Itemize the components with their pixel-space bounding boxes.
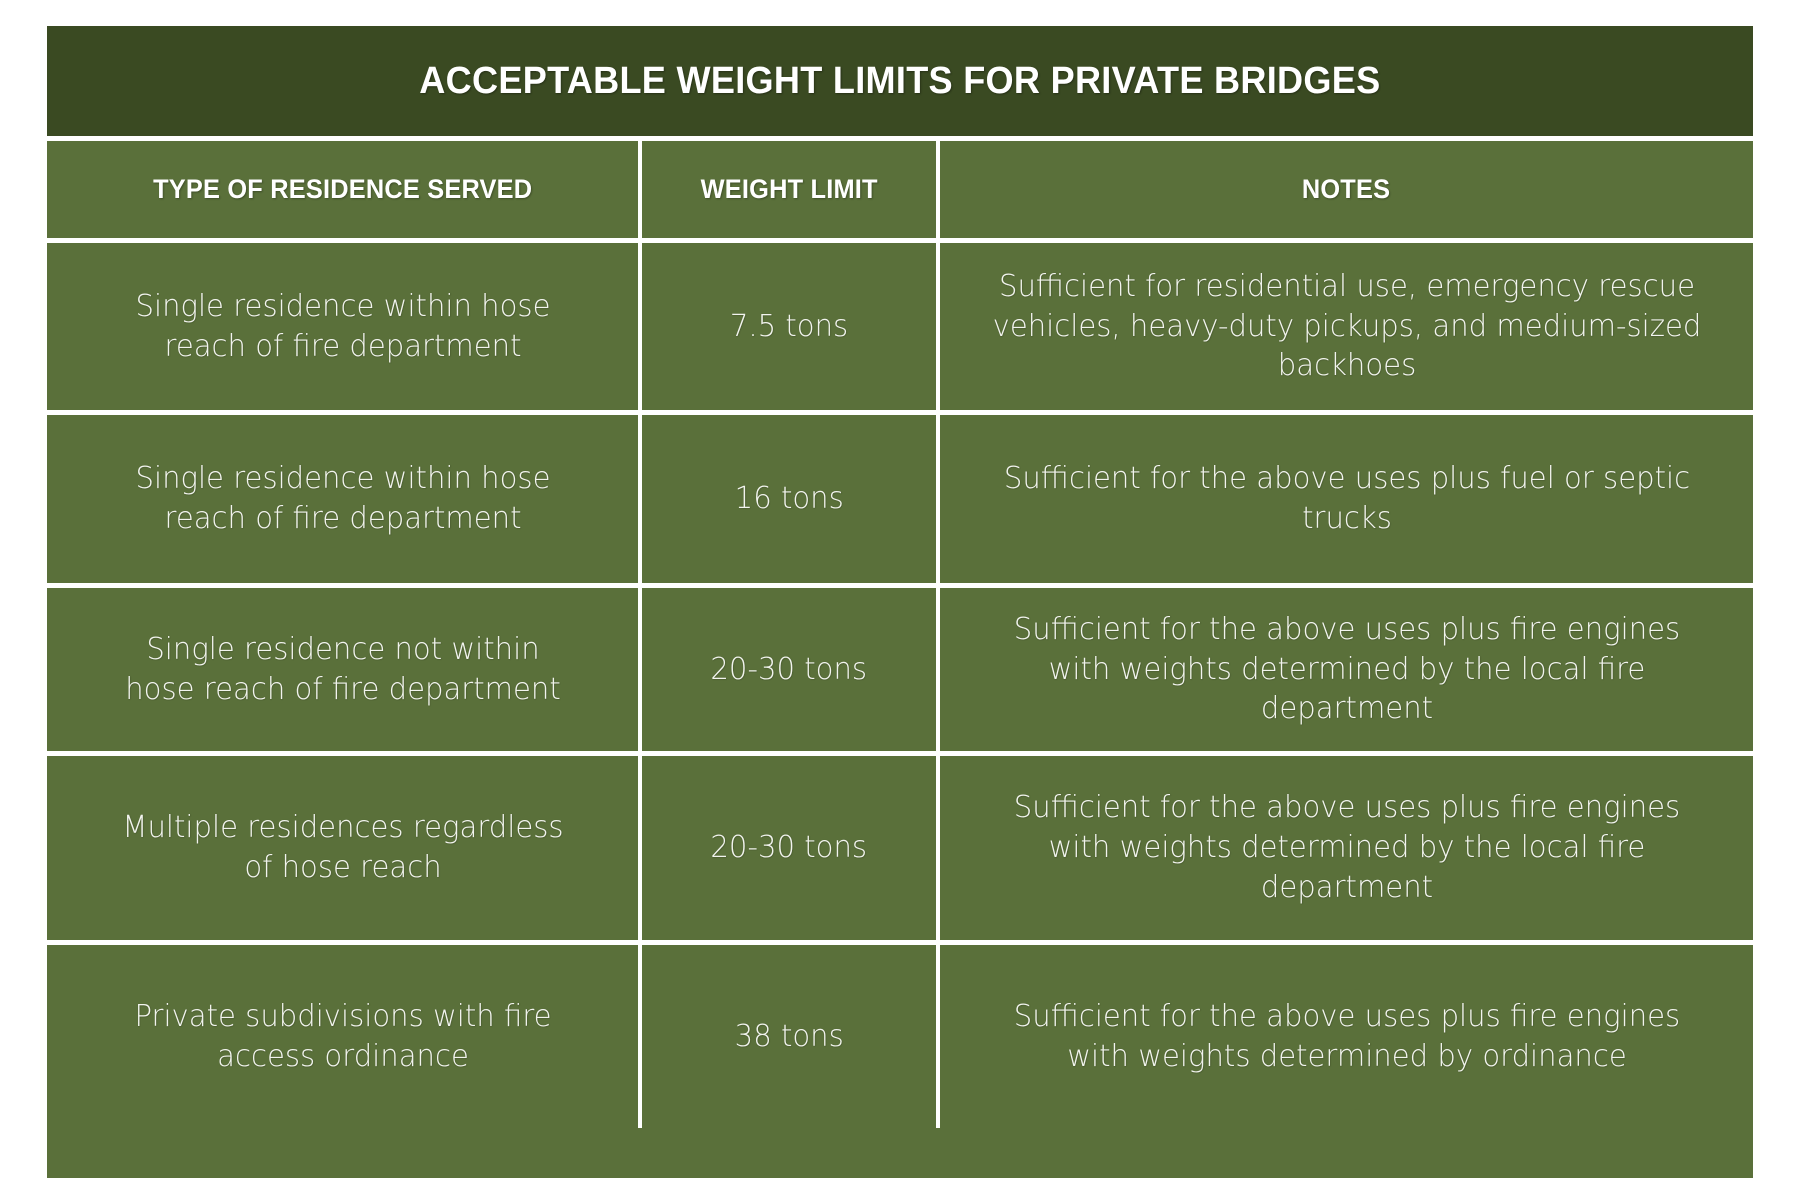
cell-weight-limit: 38 tons — [638, 945, 936, 1128]
page-title: ACCEPTABLE WEIGHT LIMITS FOR PRIVATE BRI… — [419, 59, 1381, 102]
cell-weight-limit: 7.5 tons — [638, 243, 936, 410]
cell-residence: Private subdivisions with fire access or… — [47, 945, 638, 1128]
cell-weight-limit: 20-30 tons — [638, 588, 936, 751]
cell-residence: Single residence not within hose reach o… — [47, 588, 638, 751]
cell-weight-limit-text: 20-30 tons — [710, 651, 868, 687]
cell-weight-limit: 20-30 tons — [638, 756, 936, 940]
cell-notes: Sufficient for the above uses plus fuel … — [936, 415, 1753, 583]
table-header-row: TYPE OF RESIDENCE SERVED WEIGHT LIMIT NO… — [47, 136, 1753, 238]
column-header-residence: TYPE OF RESIDENCE SERVED — [47, 141, 638, 238]
table-title-bar: ACCEPTABLE WEIGHT LIMITS FOR PRIVATE BRI… — [47, 26, 1753, 136]
cell-notes: Sufficient for the above uses plus fire … — [936, 756, 1753, 940]
column-header-residence-label: TYPE OF RESIDENCE SERVED — [152, 174, 533, 204]
table-row: Single residence not within hose reach o… — [47, 583, 1753, 751]
table-row: Private subdivisions with fire access or… — [47, 940, 1753, 1128]
column-header-notes: NOTES — [936, 141, 1753, 238]
cell-notes-text: Sufficient for the above uses plus fire … — [1013, 998, 1680, 1074]
cell-notes: Sufficient for residential use, emergenc… — [936, 243, 1753, 410]
table-row: Single residence within hose reach of fi… — [47, 410, 1753, 583]
table-row: Single residence within hose reach of fi… — [47, 238, 1753, 410]
column-header-weight-limit: WEIGHT LIMIT — [638, 141, 936, 238]
cell-residence-text: Private subdivisions with fire access or… — [133, 998, 552, 1074]
cell-weight-limit: 16 tons — [638, 415, 936, 583]
cell-residence: Single residence within hose reach of fi… — [47, 415, 638, 583]
cell-residence-text: Single residence within hose reach of fi… — [135, 461, 550, 536]
cell-weight-limit-text: 16 tons — [734, 481, 844, 517]
cell-residence-text: Single residence not within hose reach o… — [124, 631, 561, 707]
column-header-weight-limit-label: WEIGHT LIMIT — [700, 174, 878, 204]
cell-notes: Sufficient for the above uses plus fire … — [936, 588, 1753, 751]
cell-weight-limit-text: 7.5 tons — [729, 308, 849, 344]
cell-residence: Single residence within hose reach of fi… — [47, 243, 638, 410]
column-header-notes-label: NOTES — [1302, 174, 1391, 204]
cell-residence: Multiple residences regardless of hose r… — [47, 756, 638, 940]
cell-notes-text: Sufficient for the above uses plus fire … — [1013, 611, 1680, 727]
cell-notes: Sufficient for the above uses plus fire … — [936, 945, 1753, 1128]
cell-weight-limit-text: 20-30 tons — [710, 830, 868, 866]
weight-limits-table: ACCEPTABLE WEIGHT LIMITS FOR PRIVATE BRI… — [47, 26, 1753, 1178]
table-row: Multiple residences regardless of hose r… — [47, 751, 1753, 940]
cell-notes-text: Sufficient for the above uses plus fuel … — [1003, 461, 1690, 536]
cell-weight-limit-text: 38 tons — [734, 1018, 844, 1054]
cell-notes-text: Sufficient for residential use, emergenc… — [992, 268, 1701, 384]
cell-notes-text: Sufficient for the above uses plus fire … — [1013, 790, 1680, 905]
cell-residence-text: Multiple residences regardless of hose r… — [121, 810, 564, 885]
cell-residence-text: Single residence within hose reach of fi… — [135, 288, 550, 364]
